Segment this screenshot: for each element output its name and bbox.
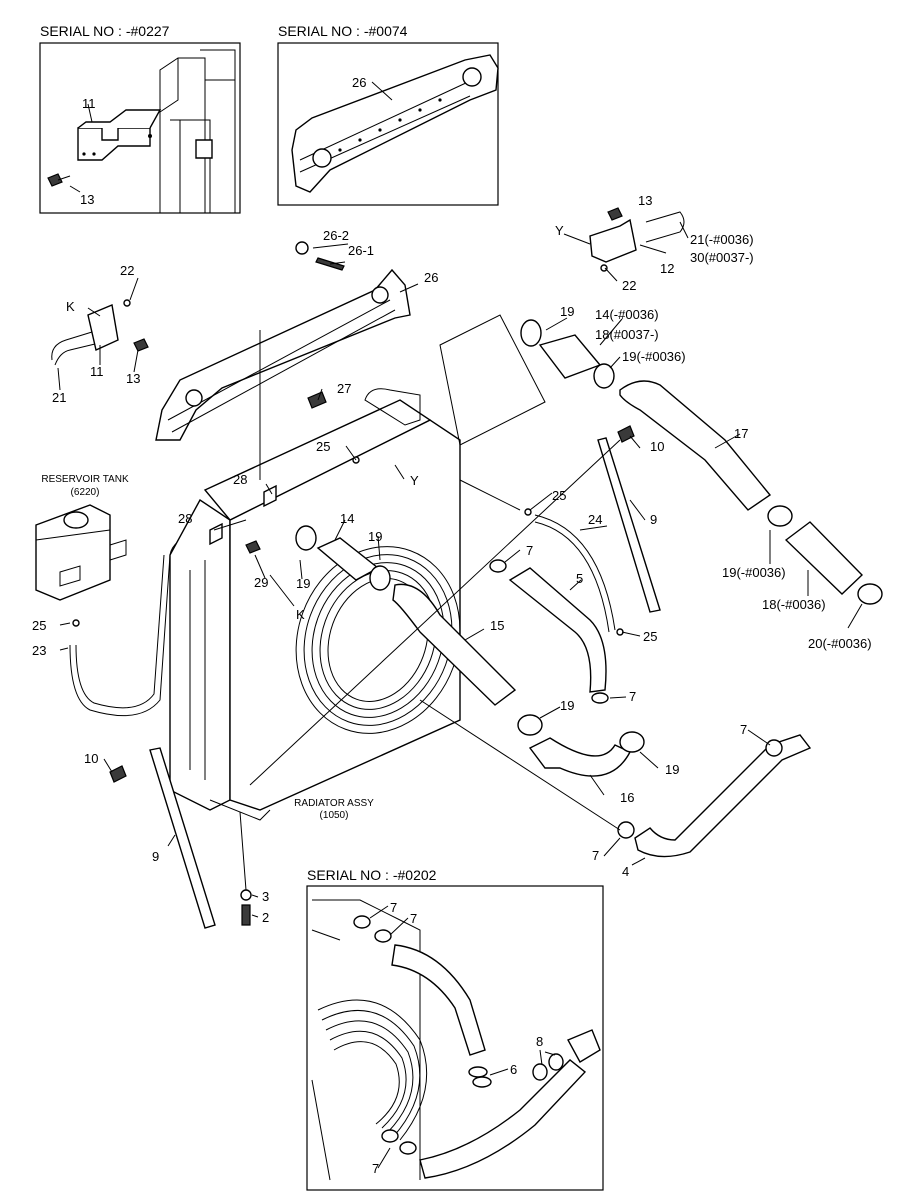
part-label: 26-1 xyxy=(348,243,374,258)
part-label: 22 xyxy=(120,263,134,278)
part-label: 19 xyxy=(665,762,679,777)
part-label: 26 xyxy=(424,270,438,285)
part-label: 19 xyxy=(368,529,382,544)
part-label: 11 xyxy=(82,96,96,111)
radiator-body xyxy=(169,388,461,821)
hose-4 xyxy=(634,734,812,858)
radiator-assy-caption: RADIATOR ASSY xyxy=(294,798,374,809)
part-label: 16 xyxy=(620,790,634,805)
inset-serial-0074: SERIAL NO : -#0074 xyxy=(277,23,499,206)
part-label: 25 xyxy=(552,488,566,503)
leader-lines xyxy=(57,221,863,1169)
hose-14-top xyxy=(538,334,602,379)
part-label: 26-2 xyxy=(323,228,349,243)
hose-16 xyxy=(528,737,631,777)
hose-5 xyxy=(508,567,607,693)
part-label: 19 xyxy=(560,698,574,713)
part-label: 7 xyxy=(740,722,747,737)
part-label: 7 xyxy=(390,900,397,915)
part-label: 23 xyxy=(32,643,46,658)
part-label: 25 xyxy=(32,618,46,633)
small-parts xyxy=(51,207,685,926)
part-label: 6 xyxy=(510,1062,517,1077)
reservoir-tank-code: (6220) xyxy=(71,487,100,498)
part-label: 19(-#0036) xyxy=(622,349,686,364)
part-label: 4 xyxy=(622,864,629,879)
part-label: 27 xyxy=(337,381,351,396)
inset-serial-0202-title: SERIAL NO : -#0202 xyxy=(307,867,437,883)
hose-17 xyxy=(619,380,772,511)
part-label: 19 xyxy=(560,304,574,319)
radiator-assy-code: (1050) xyxy=(320,810,349,821)
part-label: 7 xyxy=(526,543,533,558)
part-label: 19(-#0036) xyxy=(722,565,786,580)
reservoir-tank xyxy=(35,504,127,601)
stay-rod-9-right xyxy=(597,437,661,613)
part-label: 8 xyxy=(536,1034,543,1049)
part-label: 13 xyxy=(126,371,140,386)
part-label: K xyxy=(66,299,75,314)
part-label: 28 xyxy=(233,472,247,487)
part-label: 11 xyxy=(90,364,104,379)
part-label: 18(-#0036) xyxy=(762,597,826,612)
part-label: 10 xyxy=(84,751,98,766)
part-label: 7 xyxy=(372,1161,379,1176)
stay-rod-9-left xyxy=(149,747,216,929)
part-label: 15 xyxy=(490,618,504,633)
part-label: 14(-#0036) xyxy=(595,307,659,322)
part-label: 3 xyxy=(262,889,269,904)
part-label: 5 xyxy=(576,571,583,586)
inset-serial-0202: SERIAL NO : -#0202 xyxy=(306,867,604,1191)
inset-serial-0074-title: SERIAL NO : -#0074 xyxy=(278,23,408,39)
part-label: K xyxy=(296,607,305,622)
part-label: 25 xyxy=(643,629,657,644)
part-label: 22 xyxy=(622,278,636,293)
inset-serial-0227: SERIAL NO : -#0227 xyxy=(39,23,241,214)
part-label: 10 xyxy=(650,439,664,454)
part-labels: 11 13 26 13 Y 21(-#0036) 30(#0037-) 12 2… xyxy=(32,75,872,1176)
part-label: 17 xyxy=(734,426,748,441)
part-label: 2 xyxy=(262,910,269,925)
shroud-bar-26 xyxy=(155,268,411,441)
part-label: 9 xyxy=(650,512,657,527)
hose-clamps xyxy=(295,319,883,839)
part-label: 7 xyxy=(410,911,417,926)
part-label: 7 xyxy=(592,848,599,863)
inset-fan-coils xyxy=(317,999,428,1141)
fan-shroud-coils xyxy=(295,546,461,734)
part-label: 21 xyxy=(52,390,66,405)
part-label: 20(-#0036) xyxy=(808,636,872,651)
part-label: 13 xyxy=(80,192,94,207)
part-label: 28 xyxy=(178,511,192,526)
part-label: Y xyxy=(410,473,419,488)
inset-serial-0227-title: SERIAL NO : -#0227 xyxy=(40,23,170,39)
part-label: Y xyxy=(555,223,564,238)
part-label: 7 xyxy=(629,689,636,704)
part-label: 24 xyxy=(588,512,602,527)
part-label: 21(-#0036) xyxy=(690,232,754,247)
part-label: 18(#0037-) xyxy=(595,327,659,342)
hose-18-right xyxy=(784,521,863,595)
part-label: 12 xyxy=(660,261,674,276)
part-label: 9 xyxy=(152,849,159,864)
part-label: 30(#0037-) xyxy=(690,250,754,265)
part-label: 19 xyxy=(296,576,310,591)
part-label: 14 xyxy=(340,511,354,526)
part-label: 25 xyxy=(316,439,330,454)
part-label: 29 xyxy=(254,575,268,590)
hose-15 xyxy=(392,583,517,706)
hose-24 xyxy=(534,514,616,633)
reservoir-tank-caption: RESERVOIR TANK xyxy=(41,474,129,485)
part-label: 26 xyxy=(352,75,366,90)
part-label: 13 xyxy=(638,193,652,208)
